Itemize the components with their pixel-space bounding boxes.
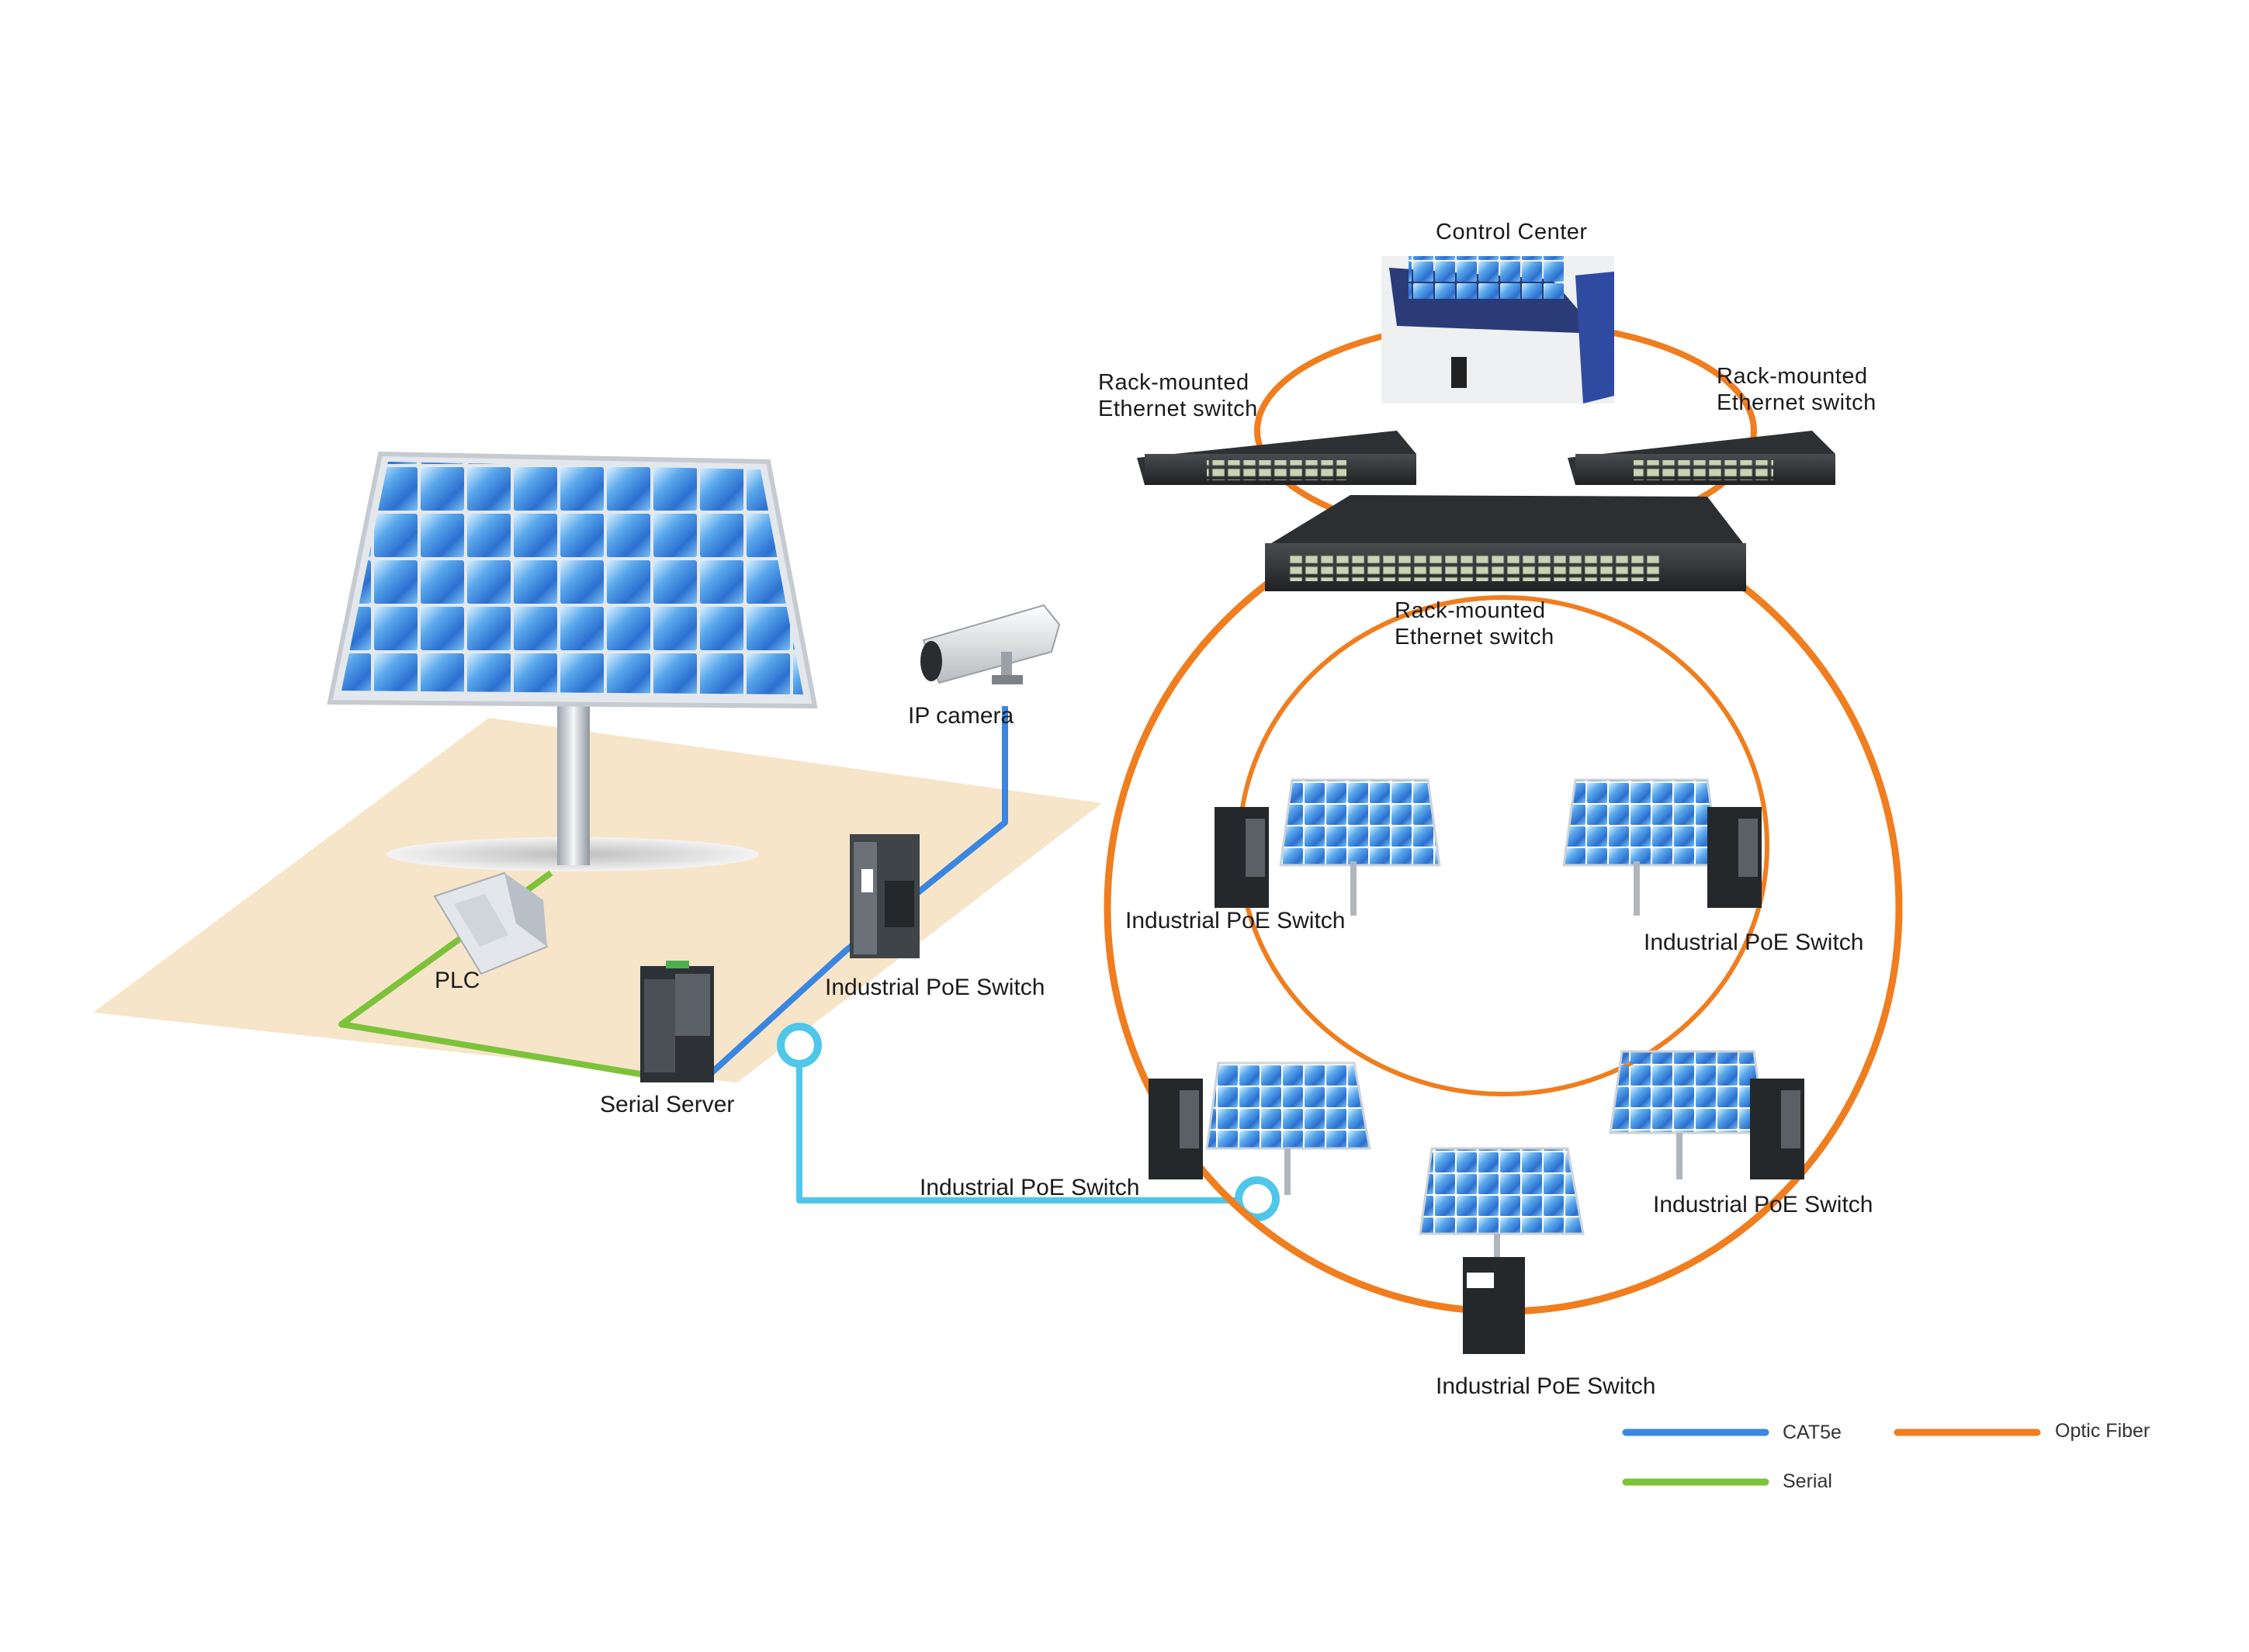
- plc-device: [433, 871, 549, 975]
- ring-site-2: [1562, 778, 1762, 916]
- field-poe-switch-device: [850, 834, 920, 958]
- plc-label: PLC: [435, 968, 480, 993]
- ring-site-1: [1215, 778, 1441, 916]
- poe-switch-ring-1-label: Industrial PoE Switch: [1125, 908, 1346, 933]
- rack-switch-right-label-2: Ethernet switch: [1717, 390, 1876, 415]
- ring-site-3: [1149, 1062, 1371, 1195]
- cat5e-line: [705, 706, 1008, 1079]
- ground-area: [93, 718, 1102, 1082]
- poe-switch-ring-4-label: Industrial PoE Switch: [1653, 1192, 1873, 1217]
- serial-server-device: [640, 961, 714, 1082]
- poe-switch-ring-2-label: Industrial PoE Switch: [1644, 930, 1864, 955]
- legend-serial-label: Serial: [1783, 1470, 1832, 1492]
- link-node-1: [777, 1023, 822, 1068]
- poe-switch-ring-5-label: Industrial PoE Switch: [1436, 1373, 1656, 1399]
- rack-switch-left-label-1: Rack-mounted: [1098, 370, 1249, 395]
- ip-camera-label: IP camera: [908, 703, 1014, 729]
- legend-fiber-label: Optic Fiber: [2055, 1420, 2150, 1442]
- rack-switch-right-label-1: Rack-mounted: [1717, 364, 1868, 389]
- control-center-label: Control Center: [1436, 220, 1588, 244]
- ip-camera-device: [920, 604, 1061, 684]
- poe-switch-link-label: Industrial PoE Switch: [920, 1175, 1140, 1200]
- poe-link-line: [796, 1048, 1261, 1204]
- rack-switch-main-device: [1265, 495, 1746, 591]
- rack-switch-main-label-1: Rack-mounted: [1395, 598, 1546, 623]
- legend-cat5e-label: CAT5e: [1783, 1422, 1842, 1443]
- serial-server-label: Serial Server: [600, 1092, 735, 1117]
- control-center-device: [1381, 256, 1614, 403]
- link-node-2: [1235, 1176, 1280, 1221]
- rack-switch-left-device: [1137, 431, 1416, 485]
- solar-panel-main: [327, 451, 818, 865]
- ring-site-5: [1419, 1147, 1585, 1354]
- rack-switch-left-label-2: Ethernet switch: [1098, 397, 1258, 421]
- rack-switch-main-label-2: Ethernet switch: [1395, 625, 1554, 649]
- ring-site-4: [1609, 1050, 1804, 1179]
- poe-switch-field-label: Industrial PoE Switch: [825, 975, 1045, 1000]
- rack-switch-right-device: [1568, 431, 1835, 485]
